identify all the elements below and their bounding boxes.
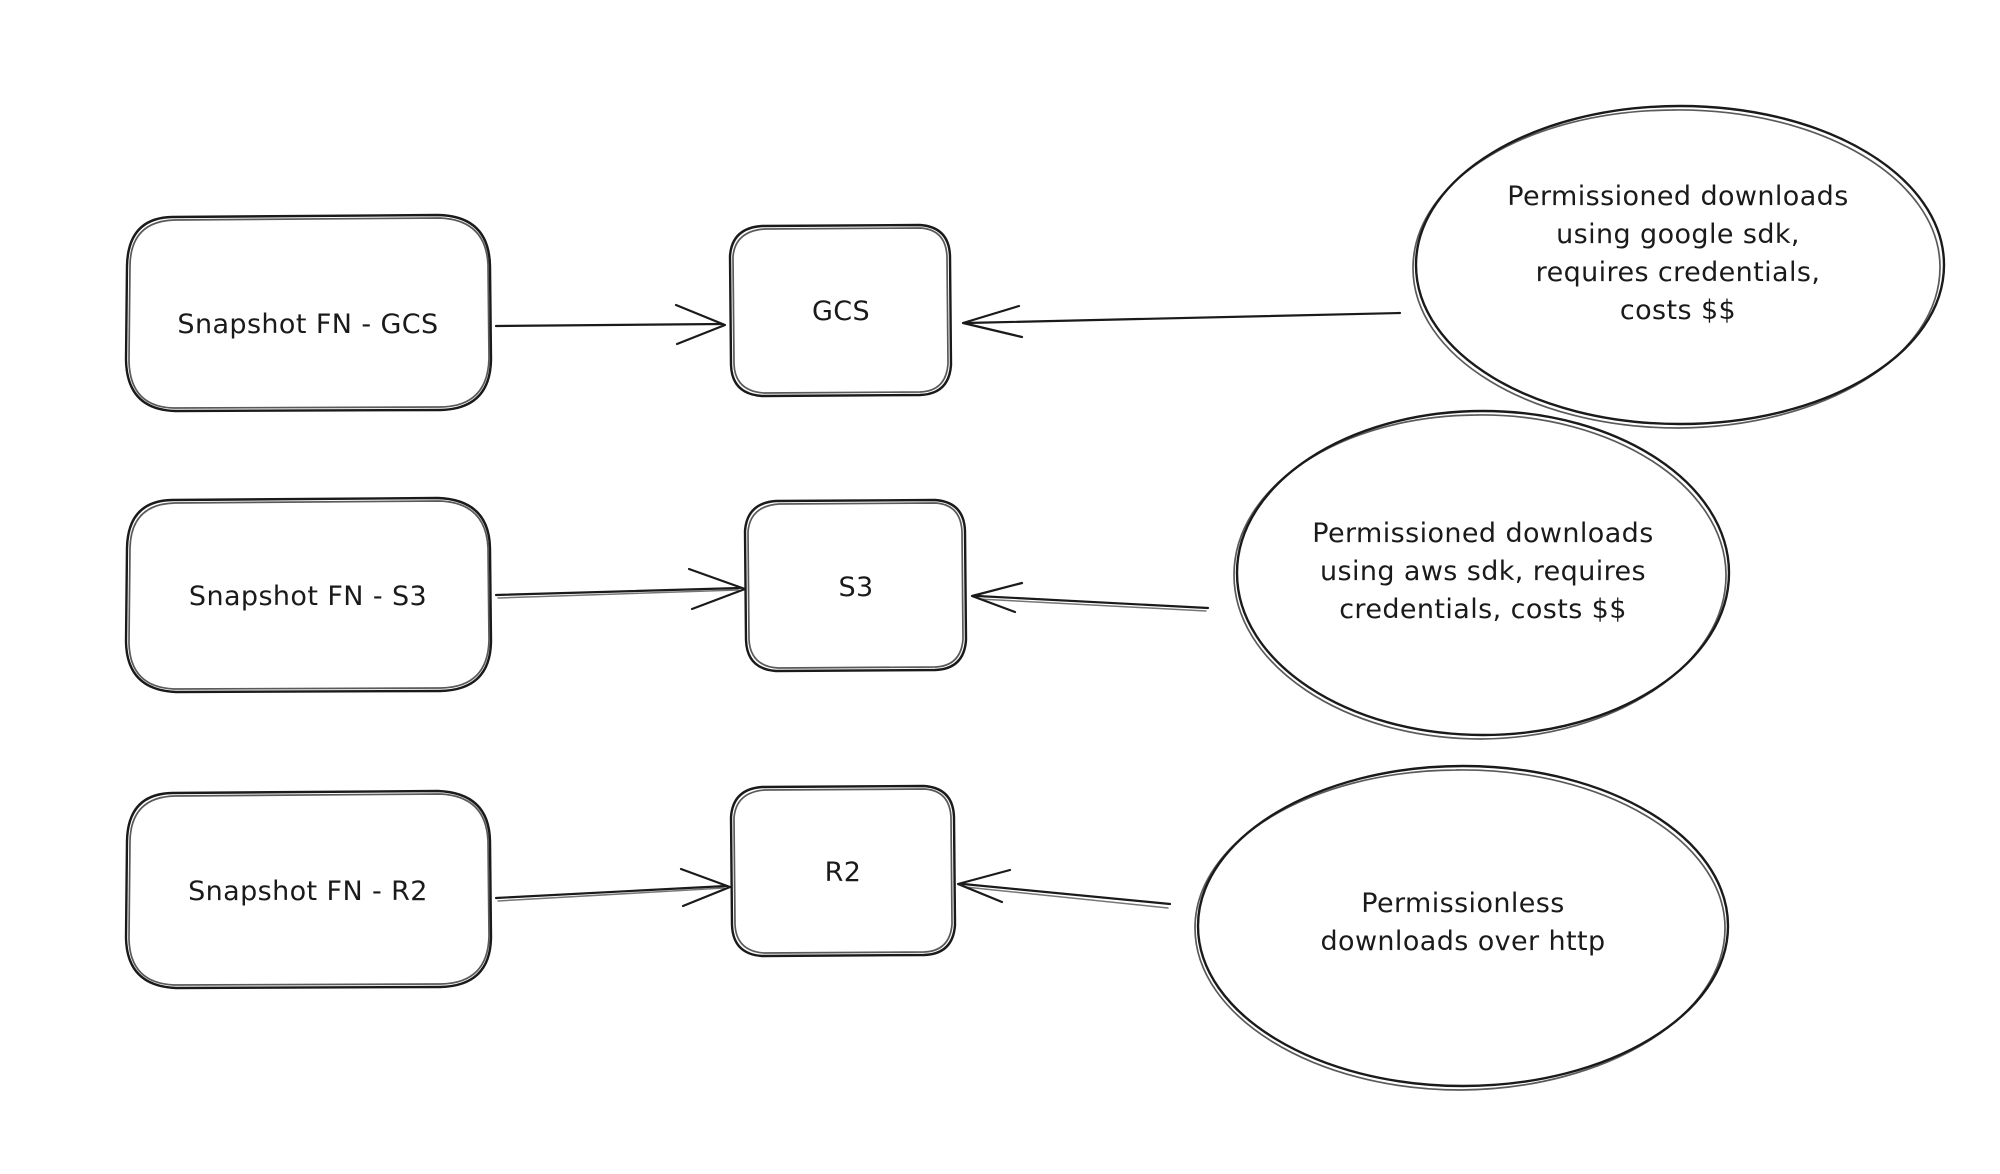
note-r2[interactable]: Permissionless downloads over http [1194, 764, 1730, 1091]
node-r2[interactable]: R2 [729, 784, 957, 958]
arrow-snapshot-fn-s3-to-s3 [494, 567, 747, 611]
node-snapshot-fn-gcs[interactable]: Snapshot FN - GCS [124, 213, 493, 413]
node-label-r2: R2 [825, 857, 862, 888]
row-gcs: Snapshot FN - GCS GCS Pe [124, 104, 1946, 429]
node-s3[interactable]: S3 [743, 498, 968, 673]
node-snapshot-fn-r2[interactable]: Snapshot FN - R2 [124, 789, 493, 990]
node-gcs[interactable]: GCS [728, 223, 953, 398]
row-s3: Snapshot FN - S3 S3 Permissioned d [124, 409, 1731, 740]
note-line-gcs-3: requires credentials, [1536, 257, 1821, 288]
note-line-gcs-1: Permissioned downloads [1507, 181, 1848, 212]
note-s3[interactable]: Permissioned downloads using aws sdk, re… [1233, 409, 1731, 740]
node-label-snapshot-fn-r2: Snapshot FN - R2 [188, 876, 428, 907]
row-r2: Snapshot FN - R2 R2 Permissionless [124, 764, 1730, 1091]
node-label-s3: S3 [838, 572, 873, 603]
node-snapshot-fn-s3[interactable]: Snapshot FN - S3 [124, 496, 493, 694]
node-label-snapshot-fn-gcs: Snapshot FN - GCS [177, 309, 438, 340]
note-line-s3-2: using aws sdk, requires [1320, 556, 1646, 587]
arrow-note-gcs-to-gcs [961, 304, 1402, 339]
note-line-gcs-4: costs $$ [1620, 295, 1736, 326]
arrow-note-r2-to-r2 [956, 868, 1172, 909]
note-line-r2-1: Permissionless [1361, 888, 1564, 919]
node-label-gcs: GCS [812, 296, 870, 327]
node-label-snapshot-fn-s3: Snapshot FN - S3 [189, 581, 427, 612]
note-line-r2-2: downloads over http [1320, 926, 1605, 957]
arrow-note-s3-to-s3 [970, 581, 1210, 614]
arrow-snapshot-fn-gcs-to-gcs [494, 303, 727, 346]
note-gcs[interactable]: Permissioned downloads using google sdk,… [1412, 104, 1946, 429]
note-line-s3-3: credentials, costs $$ [1339, 594, 1627, 625]
note-line-s3-1: Permissioned downloads [1312, 518, 1653, 549]
note-line-gcs-2: using google sdk, [1556, 219, 1800, 250]
arrow-snapshot-fn-r2-to-r2 [494, 867, 732, 908]
